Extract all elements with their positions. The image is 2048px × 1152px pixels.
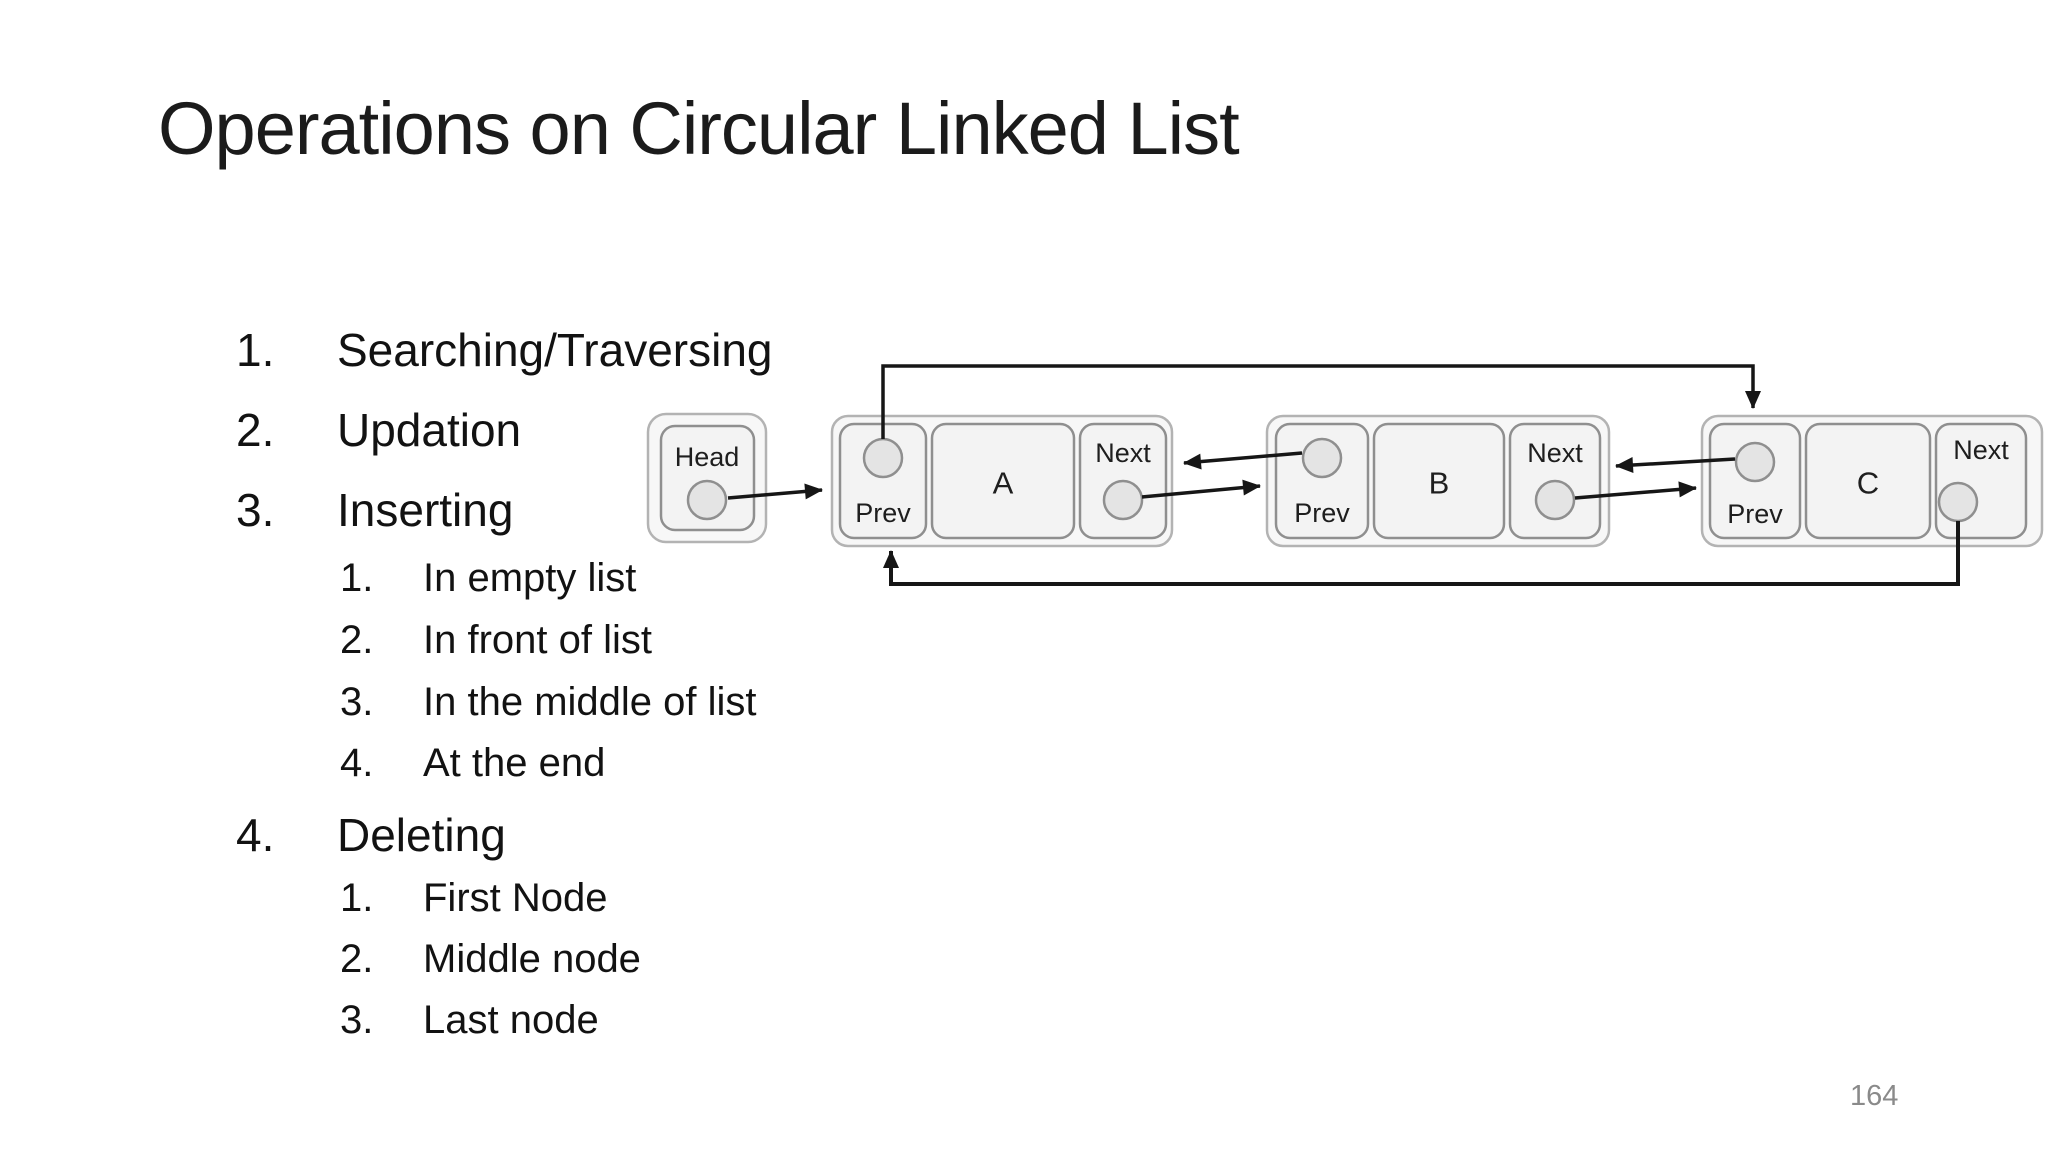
list-subitem-in-front-of-list: 2. In front of list (340, 615, 652, 665)
node-c-data-cell (1804, 422, 1932, 540)
node-c-data-label: C (1857, 466, 1879, 501)
list-item-number: 4. (340, 741, 374, 785)
node-a-data-cell (930, 422, 1076, 540)
list-item-searching: 1. Searching/Traversing (236, 323, 773, 377)
list-item-number: 3. (340, 998, 374, 1042)
list-item-inserting: 3. Inserting (236, 483, 513, 537)
list-item-label: Updation (337, 404, 522, 456)
list-item-label: At the end (423, 741, 606, 785)
list-subitem-middle-node: 2. Middle node (340, 934, 641, 984)
list-subitem-in-empty-list: 1. In empty list (340, 553, 636, 603)
arrow-b-prev-to-a (1183, 451, 1303, 470)
arrow-b-next-to-c (1574, 481, 1697, 500)
list-item-number: 2. (236, 404, 275, 456)
list-item-number: 3. (236, 484, 275, 536)
node-c-next-label: Next (1953, 435, 2009, 465)
node-b-next-pointer-dot (1534, 479, 1576, 521)
arrow-c-prev-to-b (1615, 457, 1736, 473)
arrow-a-prev-to-c (881, 364, 1761, 439)
slide-title: Operations on Circular Linked List (158, 87, 1240, 170)
list-item-label: First Node (423, 876, 608, 920)
node-c-next-pointer-dot (1937, 481, 1979, 523)
list-subitem-in-middle-of-list: 3. In the middle of list (340, 677, 757, 727)
node-a-next-pointer-dot (1102, 479, 1144, 521)
list-item-label: Last node (423, 998, 599, 1042)
head-pointer-dot (686, 479, 728, 521)
list-item-number: 2. (340, 937, 374, 981)
node-a-next-label: Next (1095, 438, 1151, 468)
node-a-prev-pointer-dot (862, 437, 904, 479)
node-b-data-label: B (1429, 466, 1450, 501)
list-item-label: In empty list (423, 556, 637, 600)
arrow-c-next-to-a (883, 521, 1960, 586)
list-item-number: 1. (340, 556, 374, 600)
node-c-prev-label: Prev (1727, 499, 1783, 529)
list-subitem-first-node: 1. First Node (340, 873, 608, 923)
head-box: Head (646, 412, 768, 544)
node-b: Prev B Next (1265, 414, 1611, 548)
list-item-deleting: 4. Deleting (236, 808, 506, 862)
list-item-label: In front of list (423, 618, 652, 662)
list-item-number: 2. (340, 618, 374, 662)
list-item-number: 4. (236, 809, 275, 861)
page-number: 164 (1850, 1080, 1899, 1112)
node-a-prev-label: Prev (855, 498, 911, 528)
head-label: Head (675, 442, 740, 472)
list-item-label: In the middle of list (423, 680, 757, 724)
list-item-label: Deleting (337, 809, 506, 861)
list-subitem-last-node: 3. Last node (340, 995, 599, 1045)
list-subitem-at-the-end: 4. At the end (340, 738, 605, 788)
node-a-data-label: A (993, 466, 1014, 501)
list-item-number: 1. (340, 876, 374, 920)
list-item-number: 3. (340, 680, 374, 724)
node-a: Prev A Next (830, 414, 1174, 548)
list-item-updation: 2. Updation (236, 403, 521, 457)
head-box-inner (659, 424, 756, 532)
node-c-prev-pointer-dot (1734, 441, 1776, 483)
list-item-label: Middle node (423, 937, 641, 981)
node-b-prev-label: Prev (1294, 498, 1350, 528)
list-item-label: Inserting (337, 484, 514, 536)
node-b-prev-pointer-dot (1301, 437, 1343, 479)
node-b-data-cell (1372, 422, 1506, 540)
list-item-number: 1. (236, 324, 275, 376)
arrow-head-to-a (727, 483, 823, 500)
arrow-a-next-to-b (1141, 479, 1261, 499)
node-c: Prev C Next (1700, 414, 2044, 548)
list-item-label: Searching/Traversing (337, 324, 773, 376)
node-b-next-label: Next (1527, 438, 1583, 468)
